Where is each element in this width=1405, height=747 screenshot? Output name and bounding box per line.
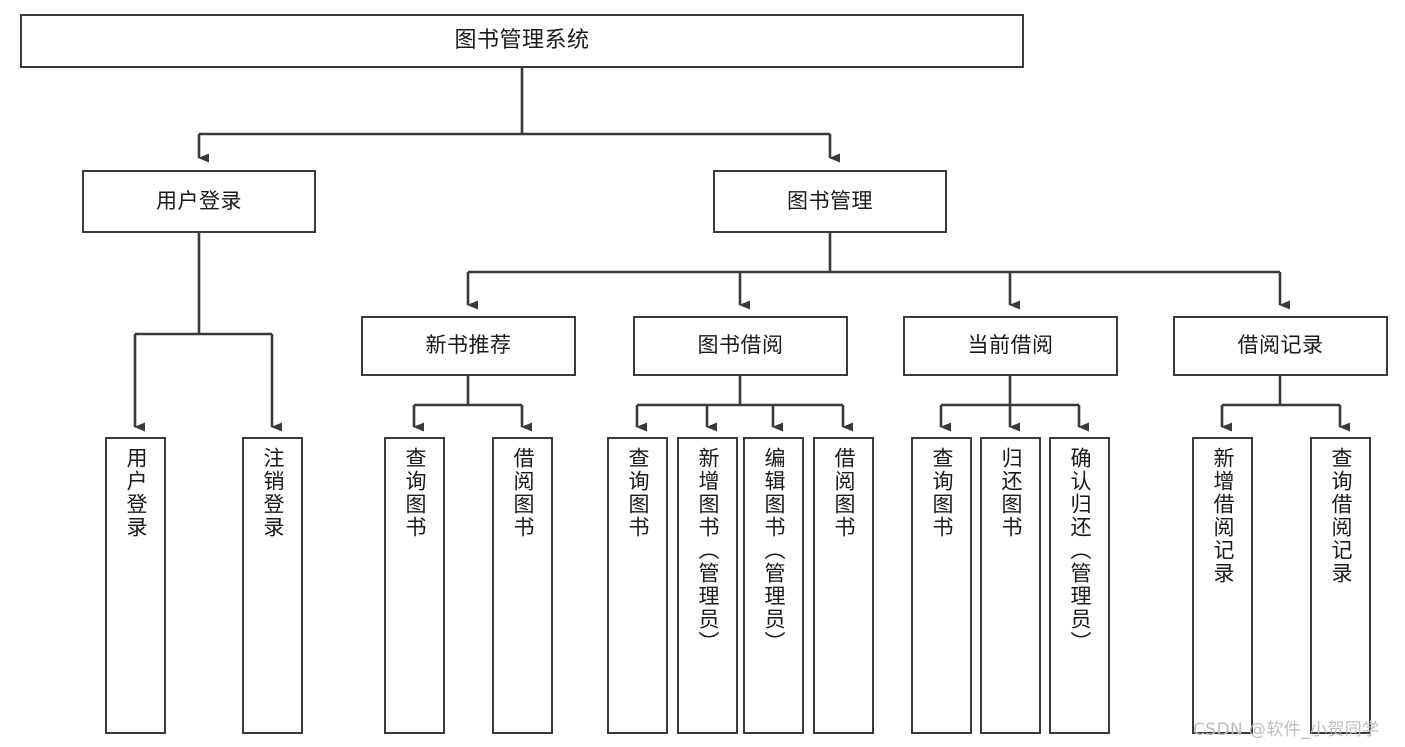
node-leaf-query-book-recommend[interactable]: 查询图书	[384, 437, 445, 734]
node-label: 当前借阅	[967, 333, 1054, 358]
node-label: 查询图书	[403, 447, 427, 539]
node-user-login[interactable]: 用户登录	[82, 170, 316, 233]
node-label: 用户登录	[156, 188, 242, 213]
node-current-borrow[interactable]: 当前借阅	[903, 316, 1118, 376]
node-label: 确认归还（管理员）	[1068, 447, 1092, 654]
node-leaf-borrow-book[interactable]: 借阅图书	[813, 437, 874, 734]
node-leaf-query-book-current[interactable]: 查询图书	[911, 437, 972, 734]
node-label: 图书管理	[787, 188, 873, 213]
node-label: 用户登录	[124, 447, 148, 539]
csdn-watermark: CSDN @软件_小贺同学	[1193, 720, 1380, 740]
node-label: 新增借阅记录	[1211, 447, 1235, 585]
node-label: 归还图书	[999, 447, 1023, 539]
node-leaf-query-borrow-record[interactable]: 查询借阅记录	[1310, 437, 1371, 734]
node-leaf-edit-book[interactable]: 编辑图书（管理员）	[743, 437, 804, 734]
node-book-management[interactable]: 图书管理	[713, 170, 947, 233]
node-leaf-query-book-borrow[interactable]: 查询图书	[607, 437, 668, 734]
node-borrow-record[interactable]: 借阅记录	[1173, 316, 1388, 376]
node-root-book-management-system[interactable]: 图书管理系统	[20, 14, 1024, 68]
node-leaf-return-book[interactable]: 归还图书	[980, 437, 1041, 734]
node-leaf-add-book[interactable]: 新增图书（管理员）	[677, 437, 738, 734]
node-book-borrow[interactable]: 图书借阅	[633, 316, 848, 376]
node-label: 图书借阅	[697, 333, 784, 358]
node-label: 借阅图书	[511, 447, 535, 539]
node-label: 查询图书	[930, 447, 954, 539]
node-label: 新书推荐	[425, 333, 512, 358]
node-label: 借阅记录	[1237, 333, 1324, 358]
node-leaf-add-borrow-record[interactable]: 新增借阅记录	[1192, 437, 1253, 734]
node-new-book-recommend[interactable]: 新书推荐	[361, 316, 576, 376]
node-label: 编辑图书（管理员）	[762, 447, 786, 654]
node-label: 借阅图书	[832, 447, 856, 539]
node-leaf-borrow-book-recommend[interactable]: 借阅图书	[492, 437, 553, 734]
node-label: 图书管理系统	[454, 27, 590, 53]
node-leaf-confirm-return[interactable]: 确认归还（管理员）	[1049, 437, 1110, 734]
node-leaf-logout-login[interactable]: 注销登录	[242, 437, 303, 734]
node-label: 新增图书（管理员）	[696, 447, 720, 654]
node-leaf-user-login[interactable]: 用户登录	[105, 437, 166, 734]
node-label: 注销登录	[261, 447, 285, 539]
node-label: 查询图书	[626, 447, 650, 539]
node-label: 查询借阅记录	[1329, 447, 1353, 585]
